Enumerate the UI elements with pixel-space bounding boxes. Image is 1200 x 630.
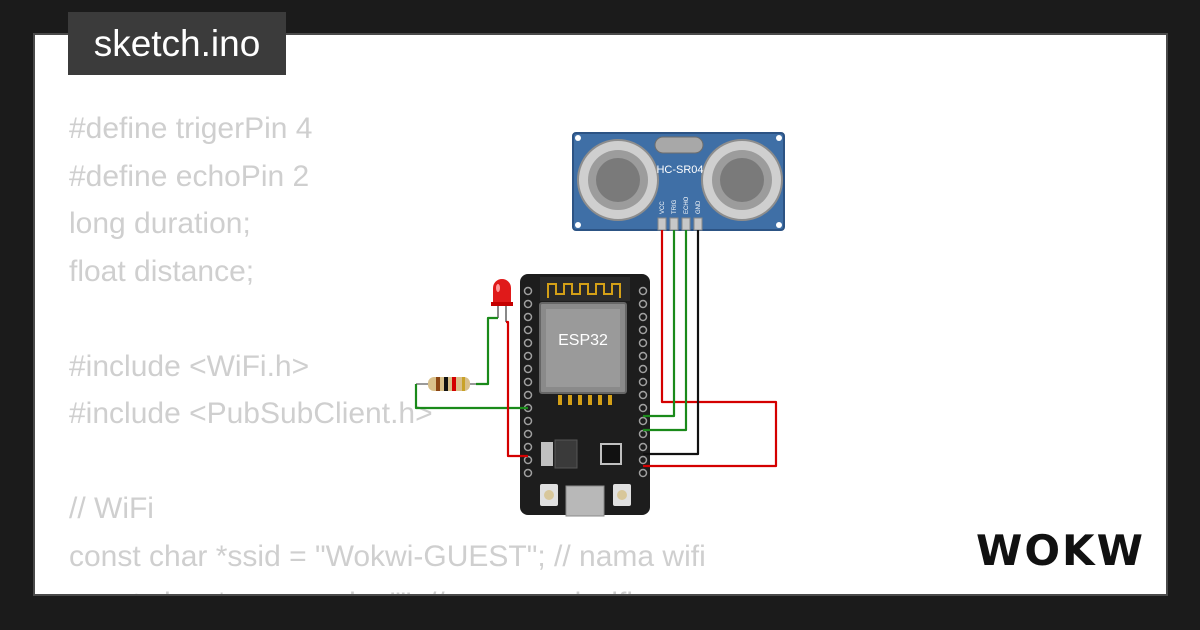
ultrasonic-sensor[interactable]: HC-SR04 VCC TRIG ECHO GND [572, 132, 785, 231]
code-line: #include <PubSubClient.h> [69, 397, 433, 430]
code-line: long duration; [69, 207, 251, 240]
sensor-pin-label-trig: TRIG [672, 199, 678, 214]
logo-text: WOKWi [976, 526, 1146, 575]
esp32-pins-left[interactable] [523, 286, 533, 478]
usb-port[interactable] [565, 485, 605, 517]
code-line: #include <WiFi.h> [69, 349, 310, 383]
sensor-transducer-left [577, 139, 659, 221]
sensor-label: HC-SR04 [656, 164, 703, 176]
code-line: const char *ssid = "Wokwi-GUEST"; // nam… [69, 539, 706, 573]
wokwi-logo: WOKWi [976, 526, 1146, 575]
sensor-transducer-right [701, 139, 783, 221]
code-editor: #define trigerPin 4 #define echoPin 2 lo… [69, 105, 706, 594]
boot-button[interactable] [540, 484, 558, 506]
code-line: const char *password = ""; // password w… [69, 580, 706, 594]
code-line: #define trigerPin 4 [69, 112, 313, 145]
code-line: #define echoPin 2 [69, 159, 310, 193]
sensor-pin-label-echo: ECHO [684, 196, 690, 214]
esp32-pins-right[interactable] [638, 286, 648, 478]
led-red[interactable] [491, 279, 513, 322]
sensor-pin-label-vcc: VCC [660, 201, 666, 214]
wires [414, 230, 778, 468]
resistor[interactable] [416, 377, 476, 391]
mcu-label: ESP32 [558, 332, 608, 349]
code-line: // WiFi [69, 492, 154, 525]
sensor-pin-headers [657, 217, 703, 231]
en-button[interactable] [613, 484, 631, 506]
code-line: float distance; [69, 254, 255, 288]
sensor-pin-label-gnd: GND [696, 200, 702, 214]
file-tab[interactable]: sketch.ino [68, 12, 286, 75]
esp32-board[interactable]: ESP32 [520, 274, 650, 517]
